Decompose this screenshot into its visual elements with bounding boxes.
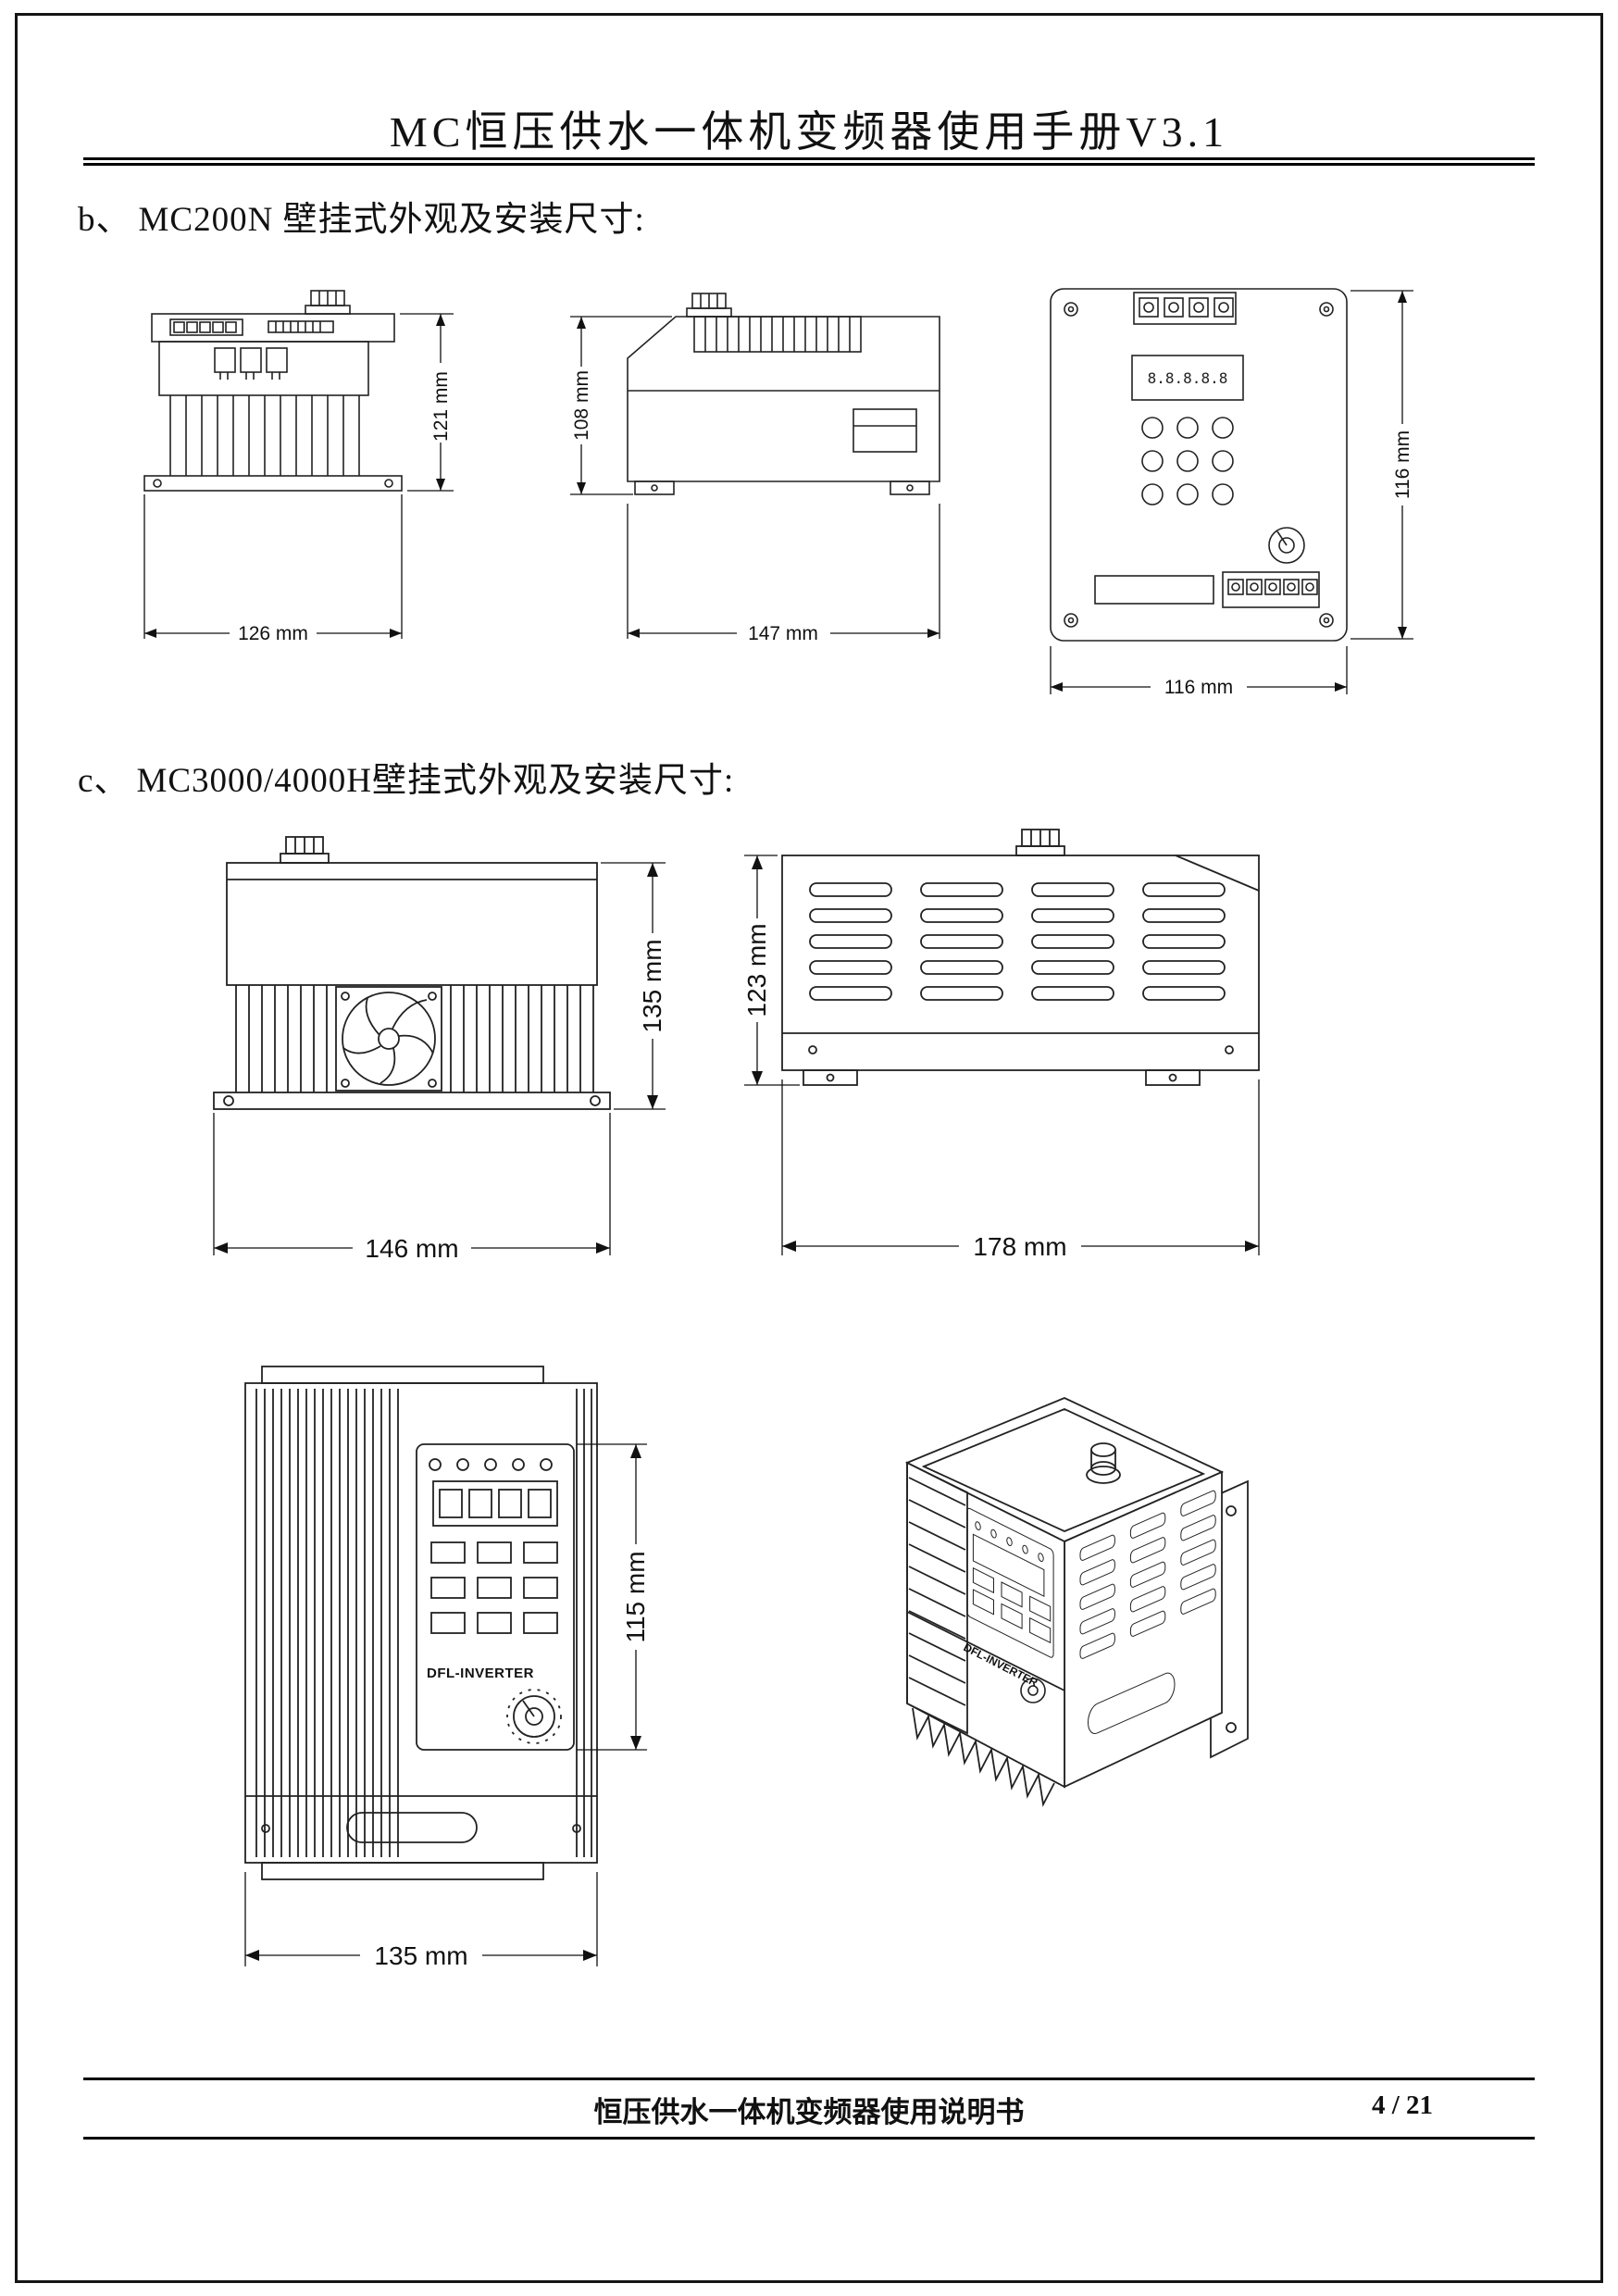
dim-mc3000-side-width: 178 mm xyxy=(973,1232,1066,1261)
dim-mc3000-face-height: 115 mm xyxy=(621,1551,650,1642)
mc200n-face-view-drawing: 8.8.8.8.8 116 mm 116 mm xyxy=(1050,288,1413,698)
page-footer: 恒压供水一体机变频器使用说明书 4 / 21 xyxy=(83,2089,1535,2135)
section-b-heading: b、MC200N 壁挂式外观及安装尺寸: xyxy=(78,191,645,241)
dim-mc200n-front-height: 121 mm xyxy=(430,371,452,442)
mc200n-front-view-drawing: 121 mm 126 mm xyxy=(143,290,454,644)
section-c-label: c、 xyxy=(78,762,130,800)
mc3000-side-view-drawing: 123 mm 178 mm xyxy=(742,829,1260,1261)
dim-mc200n-face-height: 116 mm xyxy=(1392,430,1413,499)
mc200n-side-view-drawing: 108 mm 147 mm xyxy=(570,293,940,644)
header-double-rule xyxy=(83,157,1535,166)
dim-mc3000-face-width: 135 mm xyxy=(374,1941,467,1970)
mc3000-face-view-drawing: DFL-INVERTER 115 mm 135 mm xyxy=(244,1366,650,1970)
mc3000-front-view-drawing: 135 mm 146 mm xyxy=(213,836,666,1263)
section-c-title: MC3000/4000H壁挂式外观及安装尺寸: xyxy=(136,762,735,800)
dim-mc3000-front-height: 135 mm xyxy=(638,939,666,1032)
section-b-title: MC200N 壁挂式外观及安装尺寸: xyxy=(138,201,645,239)
section-c-heading: c、MC3000/4000H壁挂式外观及安装尺寸: xyxy=(78,752,734,802)
led-display-digits: 8.8.8.8.8 xyxy=(1148,369,1228,387)
dim-mc200n-side-width: 147 mm xyxy=(748,623,818,644)
footer-title: 恒压供水一体机变频器使用说明书 xyxy=(593,2096,1025,2128)
mc3000-isometric-view-drawing: DFL-INVERTER xyxy=(778,1352,1296,1944)
page-number: 4 / 21 xyxy=(1371,2090,1433,2120)
section-b-label: b、 xyxy=(78,201,131,239)
brand-label-face: DFL-INVERTER xyxy=(427,1666,534,1681)
dim-mc200n-face-width: 116 mm xyxy=(1164,677,1233,698)
page-title: MC恒压供水一体机变频器使用手册V3.1 xyxy=(389,108,1229,156)
dim-mc200n-side-height: 108 mm xyxy=(571,370,592,441)
dim-mc3000-front-width: 146 mm xyxy=(365,1234,458,1263)
footer-rule-bottom xyxy=(83,2137,1535,2140)
page-border xyxy=(15,13,1603,2283)
footer-rule-top xyxy=(83,2078,1535,2080)
dim-mc200n-front-width: 126 mm xyxy=(238,623,308,644)
dim-mc3000-side-height: 123 mm xyxy=(742,923,771,1017)
